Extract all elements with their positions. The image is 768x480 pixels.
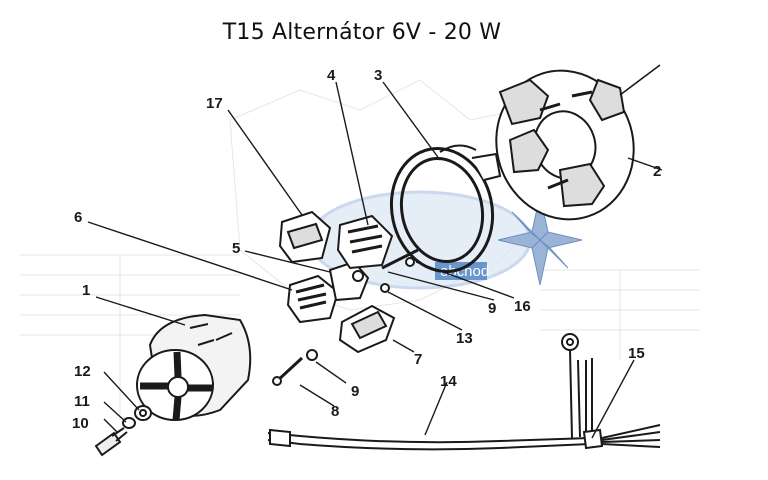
part-9-washer	[306, 349, 318, 361]
callout-17: 17	[206, 95, 223, 112]
watermark-label-box	[435, 262, 487, 280]
part-13-screw	[380, 283, 390, 293]
callout-7: 7	[414, 351, 422, 368]
callout-4: 4	[327, 67, 336, 84]
part-8-bolt	[272, 356, 304, 386]
callout-13: 13	[456, 330, 473, 347]
callout-9b: 9	[488, 300, 496, 317]
part-6-coil	[286, 274, 340, 324]
part-5-coil	[328, 260, 370, 302]
callout-2: 2	[653, 163, 661, 180]
callout-1: 1	[82, 282, 90, 299]
callout-labels: 1 2 3 4 5 6 7 8 9 9 10 11 12 13 14 15 16…	[72, 67, 661, 432]
part-3-stator-ring	[389, 144, 502, 274]
part-17-coil	[278, 210, 332, 264]
part-16-screw	[381, 248, 419, 270]
callout-6: 6	[74, 209, 82, 226]
leader-lines	[87, 81, 663, 439]
part-10-bolt	[94, 427, 128, 457]
compass-star-icon	[497, 194, 583, 286]
callout-14: 14	[440, 373, 457, 390]
part-2-stator-plate	[495, 64, 661, 221]
callout-10: 10	[72, 415, 89, 432]
callout-3: 3	[374, 67, 382, 84]
callout-5: 5	[232, 240, 240, 257]
part-14-wiring-harness	[267, 428, 591, 451]
callout-9a: 9	[351, 383, 359, 400]
diagram-title: T15 Alternátor 6V - 20 W	[222, 20, 502, 45]
callout-8: 8	[331, 403, 339, 420]
part-4-coil	[336, 214, 394, 270]
callout-12: 12	[74, 363, 91, 380]
part-11-washer	[122, 417, 136, 429]
part-7-coil	[338, 304, 396, 354]
callout-11: 11	[74, 393, 90, 410]
callout-16: 16	[514, 298, 531, 315]
part-15-cable-bundle	[561, 333, 661, 450]
callout-15: 15	[628, 345, 645, 362]
part-1-rotor	[136, 313, 252, 421]
